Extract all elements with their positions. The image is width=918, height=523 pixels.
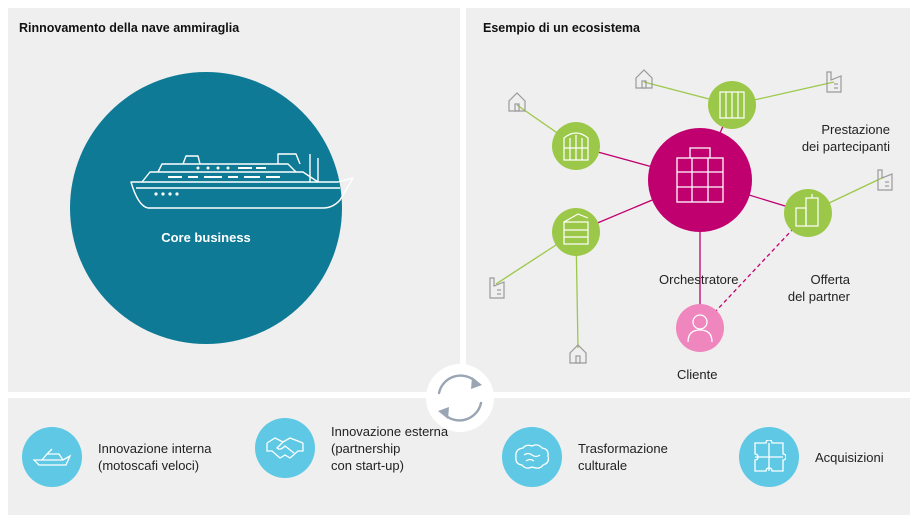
orchestrator-label: Orchestratore <box>659 272 739 287</box>
participants-label: Prestazione dei partecipanti <box>801 122 890 154</box>
node-left <box>552 122 600 170</box>
factory-icon <box>826 71 842 93</box>
bottom-item-internal-innovation: Innovazione interna (motoscafi veloci) <box>22 427 211 487</box>
core-business-label: Core business <box>161 230 251 245</box>
client-node <box>676 304 724 352</box>
puzzle-icon <box>739 427 799 487</box>
house-icon <box>635 69 653 89</box>
acquisitions-label: Acquisizioni <box>815 449 884 465</box>
ecosystem-network <box>489 69 893 364</box>
left-panel: Rinnovamento della nave ammiraglia Core … <box>8 8 460 392</box>
handshake-icon <box>255 418 315 478</box>
right-panel: Esempio di un ecosistema <box>466 8 910 392</box>
orchestrator-node <box>648 128 752 232</box>
factory-icon <box>877 169 893 191</box>
factory-icon <box>489 277 505 299</box>
house-icon <box>508 92 526 112</box>
house-icon <box>569 344 587 364</box>
left-panel-title: Rinnovamento della nave ammiraglia <box>19 21 240 35</box>
client-label: Cliente <box>677 367 718 382</box>
refresh-cycle-icon <box>426 364 494 432</box>
cultural-transformation-label: Trasformazione culturale <box>578 441 668 473</box>
speedboat-icon <box>22 427 82 487</box>
external-innovation-label: Innovazione esterna (partnership con sta… <box>331 423 449 473</box>
bottom-item-external-innovation: Innovazione esterna (partnership con sta… <box>255 418 448 478</box>
link-client-partner <box>699 212 809 329</box>
partner-offer-label: Offerta del partner <box>787 272 850 304</box>
bottom-item-acquisitions: Acquisizioni <box>739 427 884 487</box>
brain-icon <box>502 427 562 487</box>
node-partner <box>784 189 832 237</box>
bottom-item-cultural-transformation: Trasformazione culturale <box>502 427 668 487</box>
node-low <box>552 208 600 256</box>
internal-innovation-label: Innovazione interna (motoscafi veloci) <box>98 441 212 473</box>
building-icon <box>676 147 724 203</box>
cruise-ship-icon <box>130 153 354 209</box>
node-top <box>708 81 756 129</box>
person-icon <box>687 314 713 343</box>
right-panel-title: Esempio di un ecosistema <box>483 21 640 35</box>
